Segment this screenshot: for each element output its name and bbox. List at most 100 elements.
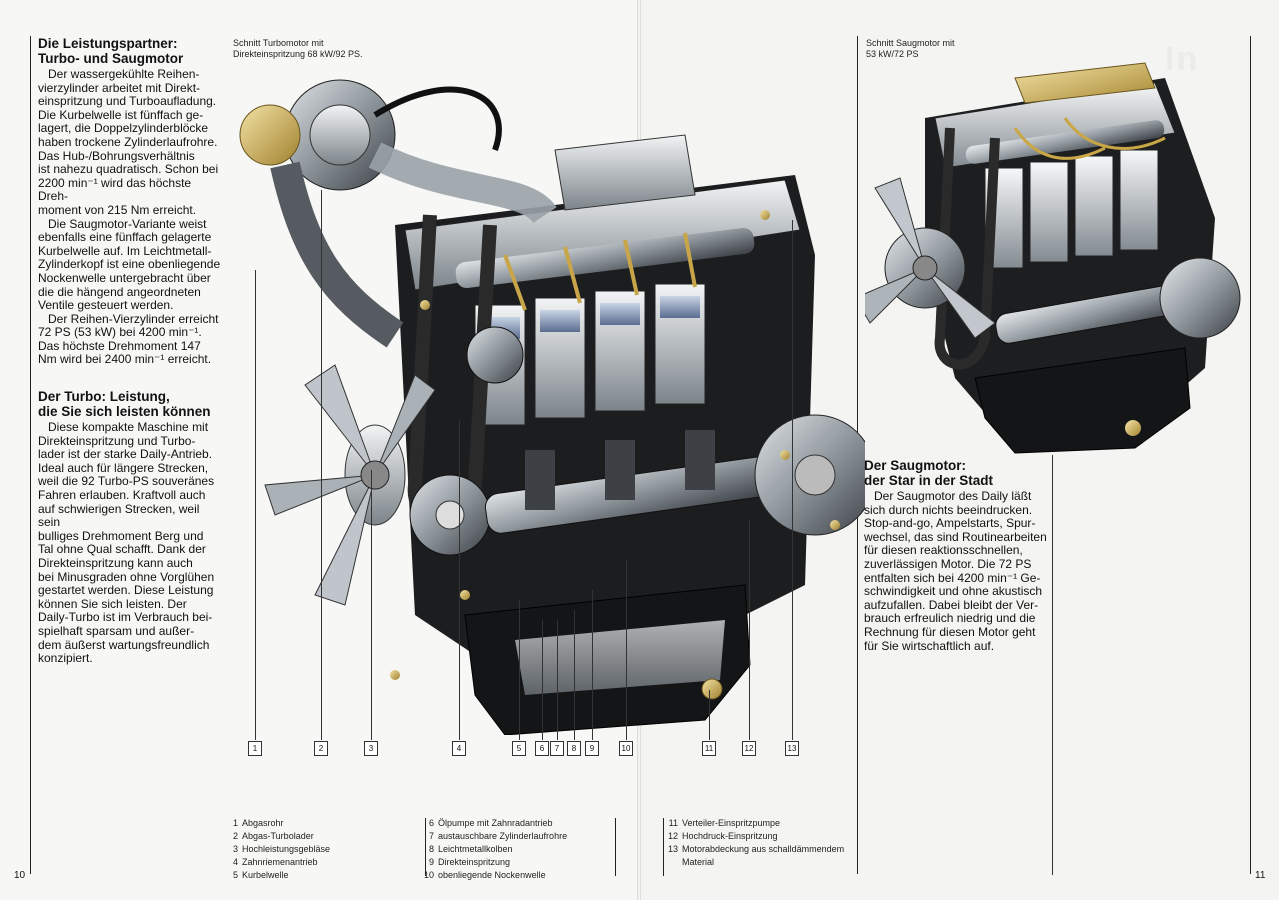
legend-item-label: obenliegende Nockenwelle <box>438 869 546 880</box>
callout-stem <box>574 610 575 740</box>
text-line: Nockenwelle untergebracht über <box>38 270 211 285</box>
legend-item-number: 12 <box>668 830 679 841</box>
callout-number-2: 2 <box>314 741 328 756</box>
saugmotor-text-column: Der Saugmotor: der Star in der Stadt Der… <box>864 458 1049 653</box>
text-line: für diesen reaktionsschnellen, <box>864 543 1023 558</box>
legend-item: 8 Leichtmetallkolben <box>424 843 567 856</box>
text-line: bulliges Drehmoment Berg und <box>38 528 204 543</box>
text-line: lader ist der starke Daily-Antrieb. <box>38 447 213 462</box>
text-line: vierzylinder arbeitet mit Direkt- <box>38 80 201 95</box>
legend-item-label: Leichtmetallkolben <box>438 843 513 854</box>
section-heading-leistungspartner: Die Leistungspartner: Turbo- und Saugmot… <box>38 36 184 66</box>
legend-item: 7 austauschbare Zylinderlaufrohre <box>424 830 567 843</box>
saugmotor-cutaway-illustration <box>865 62 1241 454</box>
legend-item-number: 13 <box>668 843 679 854</box>
callout-stem <box>592 590 593 740</box>
text-line: sich durch nichts beeindrucken. <box>864 502 1033 517</box>
text-line: Zylinderkopf ist eine obenliegende <box>38 257 221 272</box>
text-line: 72 PS (53 kW) bei 4200 min⁻¹. <box>38 325 202 340</box>
paragraph-leistungspartner: Der wassergekühlte Reihen-vierzylinder a… <box>38 67 223 367</box>
legend-item-label: austauschbare Zylinderlaufrohre <box>438 830 568 841</box>
callout-number-5: 5 <box>512 741 526 756</box>
text-line: schwindigkeit und ohne akustisch <box>864 584 1043 599</box>
callout-stem <box>255 270 256 740</box>
section-heading-saugmotor: Der Saugmotor: der Star in der Stadt <box>864 458 994 488</box>
legend-item-number: 3 <box>232 843 238 854</box>
text-line: zuverlässigen Motor. Die 72 PS <box>864 556 1032 571</box>
text-line: Diese kompakte Maschine mit <box>48 420 209 435</box>
callout-number-11: 11 <box>702 741 716 756</box>
callout-number-4: 4 <box>452 741 466 756</box>
text-line: 2200 min⁻¹ wird das höchste Dreh- <box>38 175 192 204</box>
callout-stem <box>749 520 750 740</box>
callout-stem <box>792 220 793 740</box>
text-line: Direkteinspritzung kann auch <box>38 556 193 570</box>
text-line: Nm wird bei 2400 min⁻¹ erreicht. <box>38 352 212 367</box>
text-line: spielhaft sparsam und außer- <box>38 623 195 638</box>
text-line: weil die 92 Turbo-PS souveränes <box>38 474 215 489</box>
text-line: haben trockene Zylinderlaufrohre. <box>38 134 218 149</box>
callout-number-8: 8 <box>567 741 581 756</box>
text-line: die die hängend angeordneten <box>38 284 201 299</box>
section-heading-turbo: Der Turbo: Leistung, die Sie sich leiste… <box>38 389 211 420</box>
ghost-lettering: In <box>1165 40 1200 78</box>
legend-rule-3 <box>663 818 664 876</box>
legend-item-label: Motorabdeckung aus schalldämmendem <box>682 843 845 854</box>
text-line: dem äußerst wartungsfreundlich <box>38 637 210 652</box>
text-line: Daily-Turbo ist im Verbrauch bei- <box>38 610 213 625</box>
legend-item: 4 Zahnriemenantrieb <box>228 856 330 869</box>
text-line: ebenfalls eine fünffach gelagerte <box>38 230 212 245</box>
left-text-column: Die Leistungspartner: Turbo- und Saugmot… <box>38 36 223 666</box>
legend-item-number: 6 <box>428 818 434 828</box>
callout-stem <box>321 190 322 740</box>
text-line: Fahren erlauben. Kraftvoll auch <box>38 488 206 503</box>
text-line: Das Hub-/Bohrungsverhältnis <box>38 148 195 163</box>
text-line: konzipiert. <box>38 651 93 666</box>
turbo-engine-caption: Schnitt Turbomotor mit Direkteinspritzun… <box>233 38 363 59</box>
text-line: Die Saugmotor-Variante weist <box>48 216 207 231</box>
legend-item-number: 7 <box>428 830 434 841</box>
legend-item-number: 4 <box>232 856 238 867</box>
legend-item-number: 5 <box>232 869 238 880</box>
right-margin-rule <box>1250 36 1251 874</box>
text-line: brauch erfreulich niedrig und die <box>864 611 1036 626</box>
callout-number-6: 6 <box>535 741 549 756</box>
text-line: aufzufallen. Dabei bleibt der Ver- <box>864 597 1039 612</box>
text-line: einspritzung und Turboaufladung. <box>38 94 217 109</box>
text-line: Der Reihen-Vierzylinder erreicht <box>48 311 219 326</box>
legend-item-number: 8 <box>428 843 434 854</box>
page-number-left: 10 <box>14 870 26 881</box>
text-line: Der Saugmotor des Daily läßt <box>874 489 1032 503</box>
text-line: Stop-and-go, Ampelstarts, Spur- <box>864 516 1036 531</box>
callout-number-3: 3 <box>364 741 378 756</box>
legend-item-label: Verteiler-Einspritzpumpe <box>682 818 781 828</box>
callout-number-13: 13 <box>785 741 799 756</box>
text-line: Kurbelwelle auf. Im Leichtmetall- <box>38 243 212 258</box>
text-line: Das höchste Drehmoment 147 <box>38 338 201 353</box>
legend-item-label: Zahnriemenantrieb <box>242 856 318 867</box>
text-line: für Sie wirtschaftlich auf. <box>864 638 995 653</box>
legend-column-2: 6 Ölpumpe mit Zahnradantrieb 7 austauschbar… <box>424 817 567 882</box>
text-line: gestartet werden. Diese Leistung <box>38 583 214 598</box>
text-line: wechsel, das sind Routinearbeiten <box>864 529 1047 544</box>
legend-item-number: 11 <box>668 818 678 828</box>
text-line: Ideal auch für längere Strecken, <box>38 460 209 475</box>
legend-item-number: 2 <box>232 830 238 841</box>
callout-number-7: 7 <box>550 741 564 756</box>
legend-item-label: Material <box>682 856 715 867</box>
text-line: können Sie sich leisten. Der <box>38 596 187 611</box>
legend-item-number: 1 <box>232 818 238 828</box>
legend-item-label: Ölpumpe mit Zahnradantrieb <box>438 818 553 828</box>
text-line: Die Kurbelwelle ist fünffach ge- <box>38 107 204 122</box>
callout-stem <box>519 600 520 740</box>
left-margin-rule <box>30 36 31 874</box>
text-line: Rechnung für diesen Motor geht <box>864 624 1036 639</box>
